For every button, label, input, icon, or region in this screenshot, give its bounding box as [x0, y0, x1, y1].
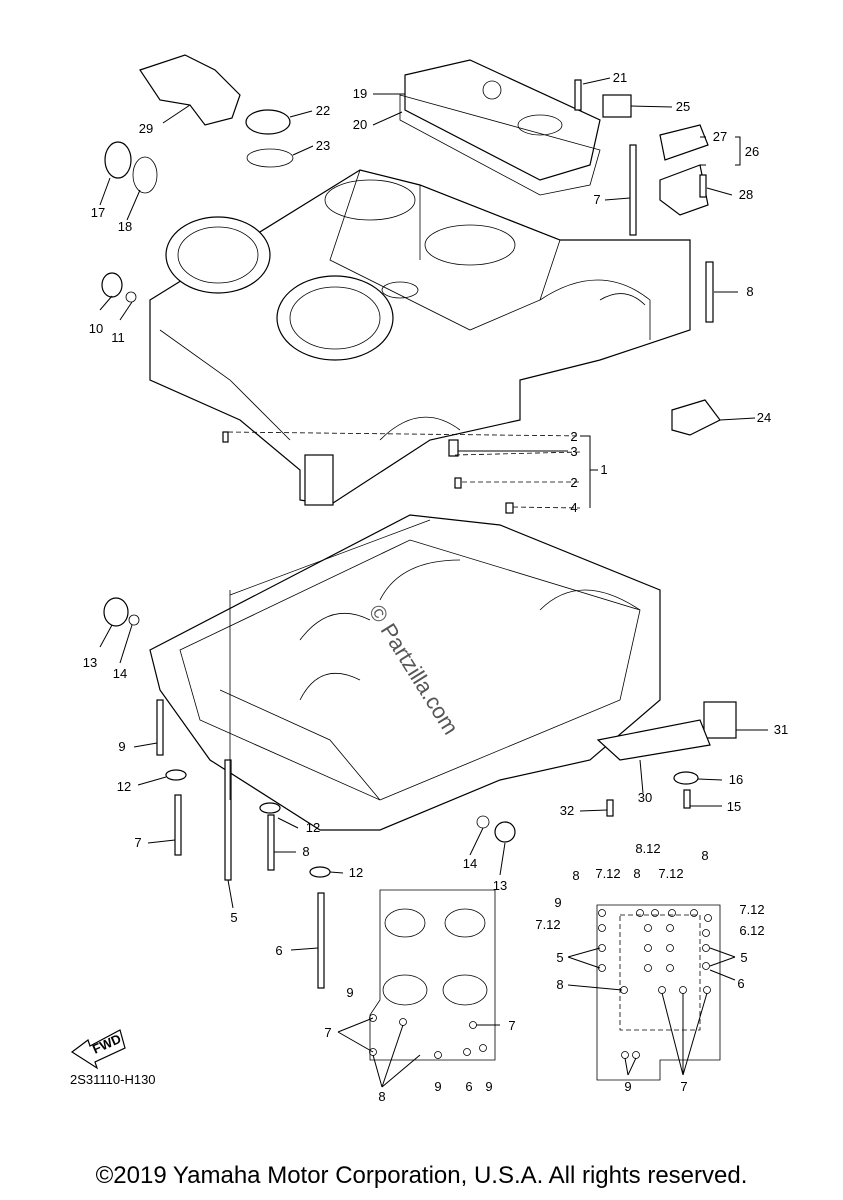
layout-right-9-a: 9 [554, 895, 561, 910]
callout-5: 5 [230, 910, 237, 925]
callout-8-upper: 8 [746, 284, 753, 299]
callout-12-b: 12 [306, 820, 320, 835]
callout-28: 28 [739, 187, 753, 202]
callout-10: 10 [89, 321, 103, 336]
callout-9: 9 [118, 739, 125, 754]
callout-19: 19 [353, 86, 367, 101]
callout-24: 24 [757, 410, 771, 425]
callout-7-upper: 7 [593, 192, 600, 207]
callout-2-a: 2 [570, 429, 577, 444]
layout-right-8-b: 8 [572, 868, 579, 883]
leader-lines [99, 77, 768, 951]
callout-22: 22 [316, 103, 330, 118]
callout-25: 25 [676, 99, 690, 114]
layout-right-7-12-b: 7.12 [658, 866, 683, 881]
callout-13-left: 13 [83, 655, 97, 670]
diagram-code: 2S31110-H130 [70, 1072, 156, 1087]
callout-17: 17 [91, 205, 105, 220]
callout-12-a: 12 [117, 779, 131, 794]
callout-4: 4 [570, 500, 577, 515]
callout-30: 30 [638, 790, 652, 805]
layout-left-7-a: 7 [324, 1025, 331, 1040]
callout-26: 26 [745, 144, 759, 159]
layout-left-9-c: 9 [485, 1079, 492, 1094]
layout-right-7-12-d: 7.12 [535, 917, 560, 932]
upper-crankcase-drawing [149, 169, 691, 506]
oil-filler-parts [101, 54, 721, 514]
callout-31: 31 [774, 722, 788, 737]
layout-left-7-b: 7 [508, 1018, 515, 1033]
crankcase-cover [399, 59, 601, 196]
callout-29: 29 [139, 121, 153, 136]
callout-23: 23 [316, 138, 330, 153]
callout-2-b: 2 [570, 475, 577, 490]
fwd-arrow-icon: FWD [70, 1029, 126, 1070]
callout-1: 1 [600, 462, 607, 477]
layout-left-9-b: 9 [434, 1079, 441, 1094]
layout-right-8-d: 8 [556, 977, 563, 992]
bolt-layout-left [337, 889, 500, 1088]
layout-right-7: 7 [680, 1079, 687, 1094]
layout-left-9-a: 9 [346, 985, 353, 1000]
callout-12-c: 12 [349, 865, 363, 880]
callout-3: 3 [570, 444, 577, 459]
bolt-layout-right [567, 904, 736, 1081]
callout-14-left: 14 [113, 666, 127, 681]
callout-18: 18 [118, 219, 132, 234]
exploded-parts-diagram: FWD 29 22 23 17 18 19 20 21 25 27 26 28 … [70, 54, 788, 1104]
assembly-dash-lines [227, 431, 586, 800]
callout-16: 16 [729, 772, 743, 787]
layout-right-5-a: 5 [556, 950, 563, 965]
layout-right-6: 6 [737, 976, 744, 991]
lower-crankcase-drawing [103, 514, 737, 989]
copyright-footer: ©2019 Yamaha Motor Corporation, U.S.A. A… [95, 1162, 748, 1189]
right-layout-labels: 8.12 8 8 7.12 8 9 7.12 7.12 7.12 6.12 5 … [535, 841, 764, 1094]
callout-6: 6 [275, 943, 282, 958]
layout-left-6: 6 [465, 1079, 472, 1094]
layout-right-9-b: 9 [624, 1079, 631, 1094]
layout-left-8: 8 [378, 1089, 385, 1104]
callout-13-right: 13 [493, 878, 507, 893]
callout-32: 32 [560, 803, 574, 818]
callout-8-lower: 8 [302, 844, 309, 859]
layout-right-7-12-c: 7.12 [739, 902, 764, 917]
callout-15: 15 [727, 799, 741, 814]
callout-14-right: 14 [463, 856, 477, 871]
layout-right-8-a: 8 [701, 848, 708, 863]
layout-right-5-b: 5 [740, 950, 747, 965]
callout-21: 21 [613, 70, 627, 85]
callout-20: 20 [353, 117, 367, 132]
layout-right-7-12-a: 7.12 [595, 866, 620, 881]
layout-right-6-12: 6.12 [739, 923, 764, 938]
callout-27: 27 [713, 129, 727, 144]
callout-11: 11 [111, 330, 125, 345]
bolt-hole-markers [598, 909, 712, 1059]
layout-right-8-c: 8 [633, 866, 640, 881]
layout-right-8-12: 8.12 [635, 841, 660, 856]
left-layout-labels: 9 7 7 8 9 6 9 [324, 985, 515, 1104]
callout-labels: 29 22 23 17 18 19 20 21 25 27 26 28 7 8 … [83, 70, 788, 958]
callout-7-lower: 7 [134, 835, 141, 850]
